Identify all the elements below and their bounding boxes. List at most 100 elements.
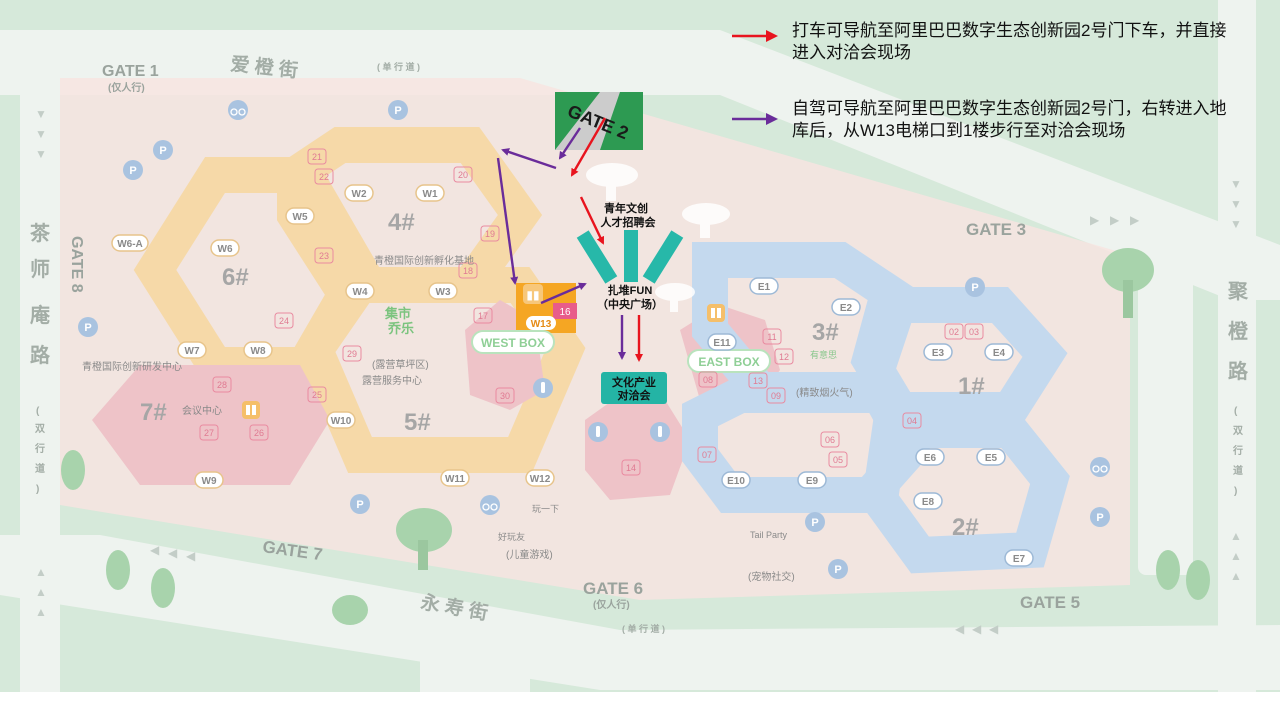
number-tag-label: 20 (458, 170, 468, 180)
purple-route (496, 127, 626, 360)
building-4-label: 4# (388, 209, 415, 236)
code-tag-w3[interactable]: W3 (428, 282, 458, 300)
svg-text:◀: ◀ (168, 546, 178, 560)
west-box-label: WEST BOX (481, 336, 545, 350)
code-tag-label: E9 (806, 476, 819, 487)
street-right-char-2: 路 (1228, 359, 1249, 383)
number-tag-22: 22 (314, 168, 334, 185)
code-tag-w11[interactable]: W11 (440, 469, 470, 487)
code-tag-e2[interactable]: E2 (831, 298, 861, 316)
code-tag-w2[interactable]: W2 (344, 184, 374, 202)
road-right (1218, 0, 1256, 692)
number-tag-29: 29 (342, 345, 362, 362)
svg-text:P: P (394, 105, 401, 117)
svg-text:◀: ◀ (186, 549, 196, 563)
code-tag-w8[interactable]: W8 (243, 341, 273, 359)
code-tag-w1[interactable]: W1 (415, 184, 445, 202)
code-tag-e1[interactable]: E1 (749, 277, 779, 295)
code-tag-w5[interactable]: W5 (285, 207, 315, 225)
code-tag-e5[interactable]: E5 (976, 448, 1006, 466)
recruit-label-2: 人才招聘会 (601, 215, 657, 229)
svg-text:▼: ▼ (35, 147, 47, 161)
road-left (20, 30, 60, 692)
parking-icon: P (78, 317, 98, 337)
code-tag-label: W12 (530, 474, 551, 485)
svg-text:▲: ▲ (1230, 569, 1242, 583)
number-tag-label: 14 (626, 463, 636, 473)
svg-text:◀: ◀ (989, 622, 999, 636)
market-label-2: 乔乐 (387, 321, 414, 336)
number-tag-11: 11 (762, 328, 782, 345)
code-tag-e9[interactable]: E9 (797, 471, 827, 489)
code-tag-e4[interactable]: E4 (984, 343, 1014, 361)
number-tag-label: 09 (771, 391, 781, 401)
gate2-badge[interactable]: GATE 2 (555, 92, 643, 150)
elevator-icon (523, 284, 543, 304)
street-right-note-0: ( (1234, 406, 1238, 417)
number-tag-17: 17 (473, 307, 493, 324)
central-plaza-structure (576, 230, 684, 284)
gate8-label: GATE 8 (68, 236, 85, 293)
pet-label: (宠物社交) (748, 570, 795, 583)
code-tag-label: W1 (423, 189, 438, 200)
bicycle-icon (1090, 457, 1110, 477)
code-tag-w10[interactable]: W10 (326, 411, 356, 429)
number-tag-label: 12 (779, 352, 789, 362)
street-right-note-3: 道 (1233, 464, 1243, 477)
code-tag-label: E1 (758, 282, 771, 293)
side-lot (1138, 265, 1193, 575)
code-tag-e7[interactable]: E7 (1004, 549, 1034, 567)
number-tag-07: 07 (697, 446, 717, 463)
code-tag-label: W8 (251, 346, 266, 357)
w13-label[interactable]: W13 (531, 319, 552, 330)
code-tag-e3[interactable]: E3 (923, 343, 953, 361)
code-tag-w12[interactable]: W12 (525, 469, 555, 487)
code-tag-e8[interactable]: E8 (913, 492, 943, 510)
intl-rd-label: 青橙国际创新研发中心 (82, 360, 182, 373)
parking-icon: P (1090, 507, 1110, 527)
code-tag-w6-a[interactable]: W6-A (111, 234, 149, 252)
legend-selfdrive-text: 自驾可导航至阿里巴巴数字生态创新园2号门，右转进入地库后，从W13电梯口到1楼步… (792, 99, 1227, 140)
svg-text:▶: ▶ (1090, 213, 1100, 227)
building-3-label: 3# (812, 319, 839, 346)
code-tag-e6[interactable]: E6 (915, 448, 945, 466)
number-tag-label: 23 (319, 251, 329, 261)
number-tag-24: 24 (274, 312, 294, 329)
code-tag-label: W7 (185, 346, 200, 357)
code-tag-label: W5 (293, 212, 308, 223)
svg-text:▲: ▲ (35, 605, 47, 619)
code-tag-w4[interactable]: W4 (345, 282, 375, 300)
number-tag-label: 03 (969, 327, 979, 337)
number-tag-label: 25 (312, 390, 322, 400)
number-tag-26: 26 (249, 424, 269, 441)
street-left-char-0: 茶 (30, 222, 51, 245)
number-tag-13: 13 (748, 372, 768, 389)
svg-text:▼: ▼ (1230, 217, 1242, 231)
code-tag-label: W11 (445, 474, 465, 485)
building-6-label: 6# (222, 264, 249, 291)
number-tag-04: 04 (902, 412, 922, 429)
svg-text:P: P (1096, 512, 1103, 524)
code-tag-w7[interactable]: W7 (177, 341, 207, 359)
block-16-label: 16 (559, 307, 571, 318)
code-tag-e11[interactable]: E11 (707, 333, 737, 351)
street-left-char-1: 师 (30, 258, 50, 281)
street-right-note-4: ) (1234, 486, 1237, 497)
svg-text:P: P (834, 564, 841, 576)
venue-box[interactable] (601, 372, 667, 404)
number-tag-label: 30 (500, 391, 510, 401)
bicycle-icon (228, 100, 248, 120)
code-tag-label: W9 (202, 476, 217, 487)
number-tag-label: 18 (463, 266, 473, 276)
code-tag-w9[interactable]: W9 (194, 471, 224, 489)
number-tag-06: 06 (820, 431, 840, 448)
code-tag-w6[interactable]: W6 (210, 239, 240, 257)
code-tag-label: W4 (353, 287, 368, 298)
code-tag-label: E7 (1013, 554, 1026, 565)
svg-text:▲: ▲ (35, 585, 47, 599)
code-tag-e10[interactable]: E10 (721, 471, 751, 489)
intl-incubator-label: 青橙国际创新孵化基地 (374, 254, 474, 267)
